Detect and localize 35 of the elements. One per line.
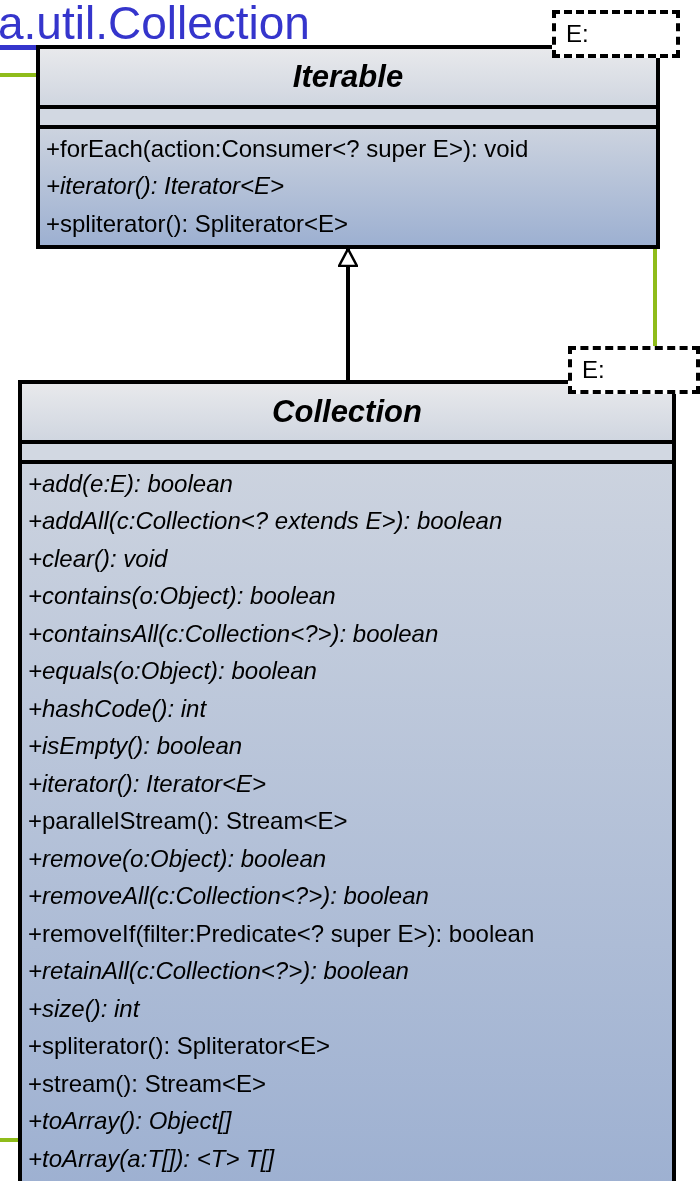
method-text: +iterator(): Iterator<E> [46,174,285,199]
method-text: +hashCode(): int [28,696,207,721]
method-text: +size(): int [28,996,140,1021]
method-text: +equals(o:Object): boolean [28,659,317,684]
method-text: +containsAll(c:Collection<?>): boolean [28,621,439,646]
method-text: +retainAll(c:Collection<?>): boolean [28,959,409,984]
method-text: +forEach(action:Consumer<? super E>): void [46,136,529,161]
method-text: +contains(o:Object): boolean [28,584,336,609]
method-text: +spliterator(): Spliterator<E> [46,211,349,236]
method-text: +isEmpty(): boolean [28,734,243,759]
connector-line [653,249,657,346]
method-text: +removeAll(c:Collection<?>): boolean [28,884,429,909]
method-text: +clear(): void [28,546,168,571]
method-text: +remove(o:Object): boolean [28,846,327,871]
class-name: Collection [272,392,422,431]
connector-line [0,73,36,77]
method-text: +toArray(a:T[]): <T> T[] [28,1146,275,1171]
class-name: Iterable [292,57,404,96]
method-text: +add(e:E): boolean [28,471,233,496]
method-text: +toArray(): Object[] [28,1109,232,1134]
method-text: +stream(): Stream<E> [28,1071,267,1096]
connector-line [0,1138,18,1142]
method-text: +parallelStream(): Stream<E> [28,809,348,834]
template-parameter-box [552,10,680,58]
package-link: a.util.Collection [0,0,310,46]
class-box [18,380,676,1181]
method-text: +addAll(c:Collection<? extends E>): boolean [28,509,503,534]
class-box [36,45,660,249]
method-text: +iterator(): Iterator<E> [28,771,267,796]
method-text: +spliterator(): Spliterator<E> [28,1034,331,1059]
method-text: +removeIf(filter:Predicate<? super E>): boolean [28,921,535,946]
generalization-arrow [337,247,359,380]
template-parameter-box [568,346,700,394]
parameter-text: E: [566,19,589,49]
parameter-text: E: [582,355,605,385]
